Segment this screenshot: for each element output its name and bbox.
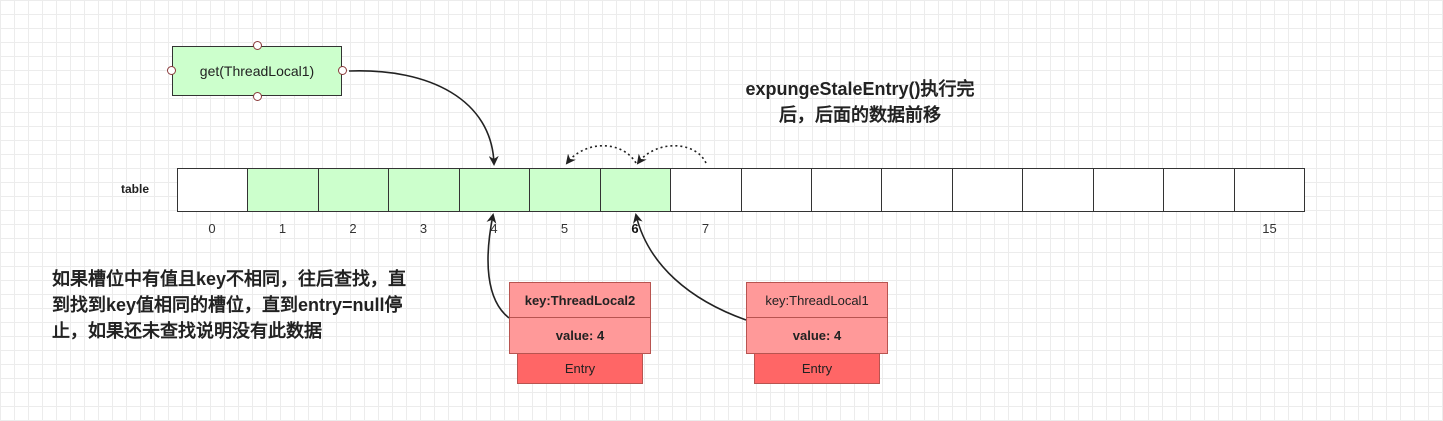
connection-handle-bottom[interactable] [253, 92, 262, 101]
table-index-label: 5 [560, 221, 569, 236]
table-slot-7 [671, 169, 742, 211]
table-slot-9 [811, 169, 883, 211]
table-index-label: 6 [631, 221, 639, 236]
entry-threadlocal2-pointer-arrow [486, 213, 510, 319]
entry-threadlocal1-pointer-arrow [633, 213, 747, 321]
table-index-label: 2 [349, 221, 357, 236]
table-slot-13 [1093, 169, 1165, 211]
table-slot-1 [248, 169, 319, 211]
lookup-note-line-3: 止，如果还未查找说明没有此数据 [52, 321, 322, 341]
entry-type-tag: Entry [517, 354, 643, 384]
get-threadlocal-label: get(ThreadLocal1) [199, 63, 315, 79]
table-slot-15 [1234, 169, 1304, 211]
table-slot-12 [1023, 169, 1094, 211]
connection-handle-top[interactable] [253, 41, 262, 50]
entry-threadlocal2: key:ThreadLocal2 value: 4 Entry [509, 282, 651, 384]
table-label: table [120, 182, 149, 196]
table-index-label: 7 [701, 221, 710, 236]
table-slot-6 [600, 169, 672, 211]
entry-key: key:ThreadLocal2 [509, 282, 651, 318]
table-slot-10 [882, 169, 953, 211]
table-index-label: 1 [278, 221, 287, 236]
lookup-note: 如果槽位中有值且key不相同，往后查找，直 到找到key值相同的槽位，直到ent… [52, 266, 472, 344]
expunge-note-line-1: expungeStaleEntry()执行完 [745, 79, 975, 99]
get-threadlocal-node: get(ThreadLocal1) [167, 41, 347, 101]
entry-type-tag: Entry [754, 354, 880, 384]
shift-arrow-6-to-5 [565, 144, 637, 165]
expunge-note: expungeStaleEntry()执行完 后，后面的数据前移 [700, 76, 1020, 128]
table-index-label: 3 [419, 221, 428, 236]
entry-key: key:ThreadLocal1 [746, 282, 888, 318]
connection-handle-left[interactable] [167, 66, 176, 75]
table-slot-0 [178, 169, 249, 211]
table-index-label: 4 [490, 221, 498, 236]
table-index-label: 0 [208, 221, 216, 236]
connection-handle-right[interactable] [338, 66, 347, 75]
table-slot-11 [952, 169, 1024, 211]
entry-threadlocal1: key:ThreadLocal1 value: 4 Entry [746, 282, 888, 384]
table-slot-8 [741, 169, 812, 211]
shift-arrow-7-to-6 [636, 144, 707, 165]
expunge-note-line-2: 后，后面的数据前移 [779, 105, 941, 125]
table-slot-4 [459, 169, 531, 211]
table-slot-14 [1164, 169, 1235, 211]
entry-value: value: 4 [509, 318, 651, 354]
table-slot-3 [389, 169, 460, 211]
table-array [177, 168, 1305, 212]
lookup-note-line-2: 到找到key值相同的槽位，直到entry=null停 [52, 295, 403, 315]
lookup-arrow [348, 70, 499, 166]
table-slot-2 [318, 169, 390, 211]
table-index-label: 15 [1262, 221, 1277, 236]
lookup-note-line-1: 如果槽位中有值且key不相同，往后查找，直 [52, 269, 407, 289]
entry-value: value: 4 [746, 318, 888, 354]
table-slot-5 [530, 169, 601, 211]
